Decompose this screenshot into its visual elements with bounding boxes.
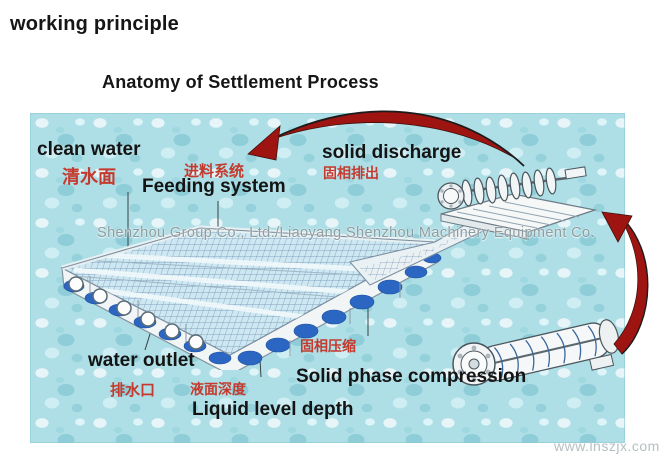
page-title: working principle bbox=[10, 13, 179, 35]
label-water-outlet: water outlet bbox=[88, 350, 195, 371]
label-solid-phase-compression-zh: 固相压缩 bbox=[300, 338, 356, 354]
label-clean-water-zh: 清水面 bbox=[62, 167, 116, 187]
label-feeding-system-zh: 进料系统 bbox=[184, 163, 245, 180]
label-feeding-system: Feeding system bbox=[142, 176, 286, 197]
watermark-company: Shenzhou Group Co., Ltd./Liaoyang Shenzh… bbox=[97, 225, 595, 241]
label-liquid-level-depth-zh: 液面深度 bbox=[190, 381, 246, 397]
watermark-website: www.lnszjx.com bbox=[554, 438, 660, 454]
label-solid-phase-compression: Solid phase compression bbox=[296, 366, 527, 387]
label-solid-discharge-zh: 固相排出 bbox=[323, 165, 379, 181]
curved-arrow-left-icon bbox=[247, 110, 525, 167]
curved-arrow-up-icon bbox=[601, 211, 649, 355]
screw-conveyor-illustration bbox=[437, 166, 598, 240]
label-water-outlet-zh: 排水口 bbox=[110, 382, 156, 399]
label-solid-discharge: solid discharge bbox=[322, 142, 462, 163]
screw-press-illustration bbox=[452, 319, 620, 386]
diagram-title: Anatomy of Settlement Process bbox=[102, 72, 379, 92]
label-liquid-level-depth: Liquid level depth bbox=[192, 399, 354, 420]
sedimentation-tank-illustration bbox=[60, 204, 503, 370]
label-clean-water: clean water bbox=[37, 139, 141, 160]
